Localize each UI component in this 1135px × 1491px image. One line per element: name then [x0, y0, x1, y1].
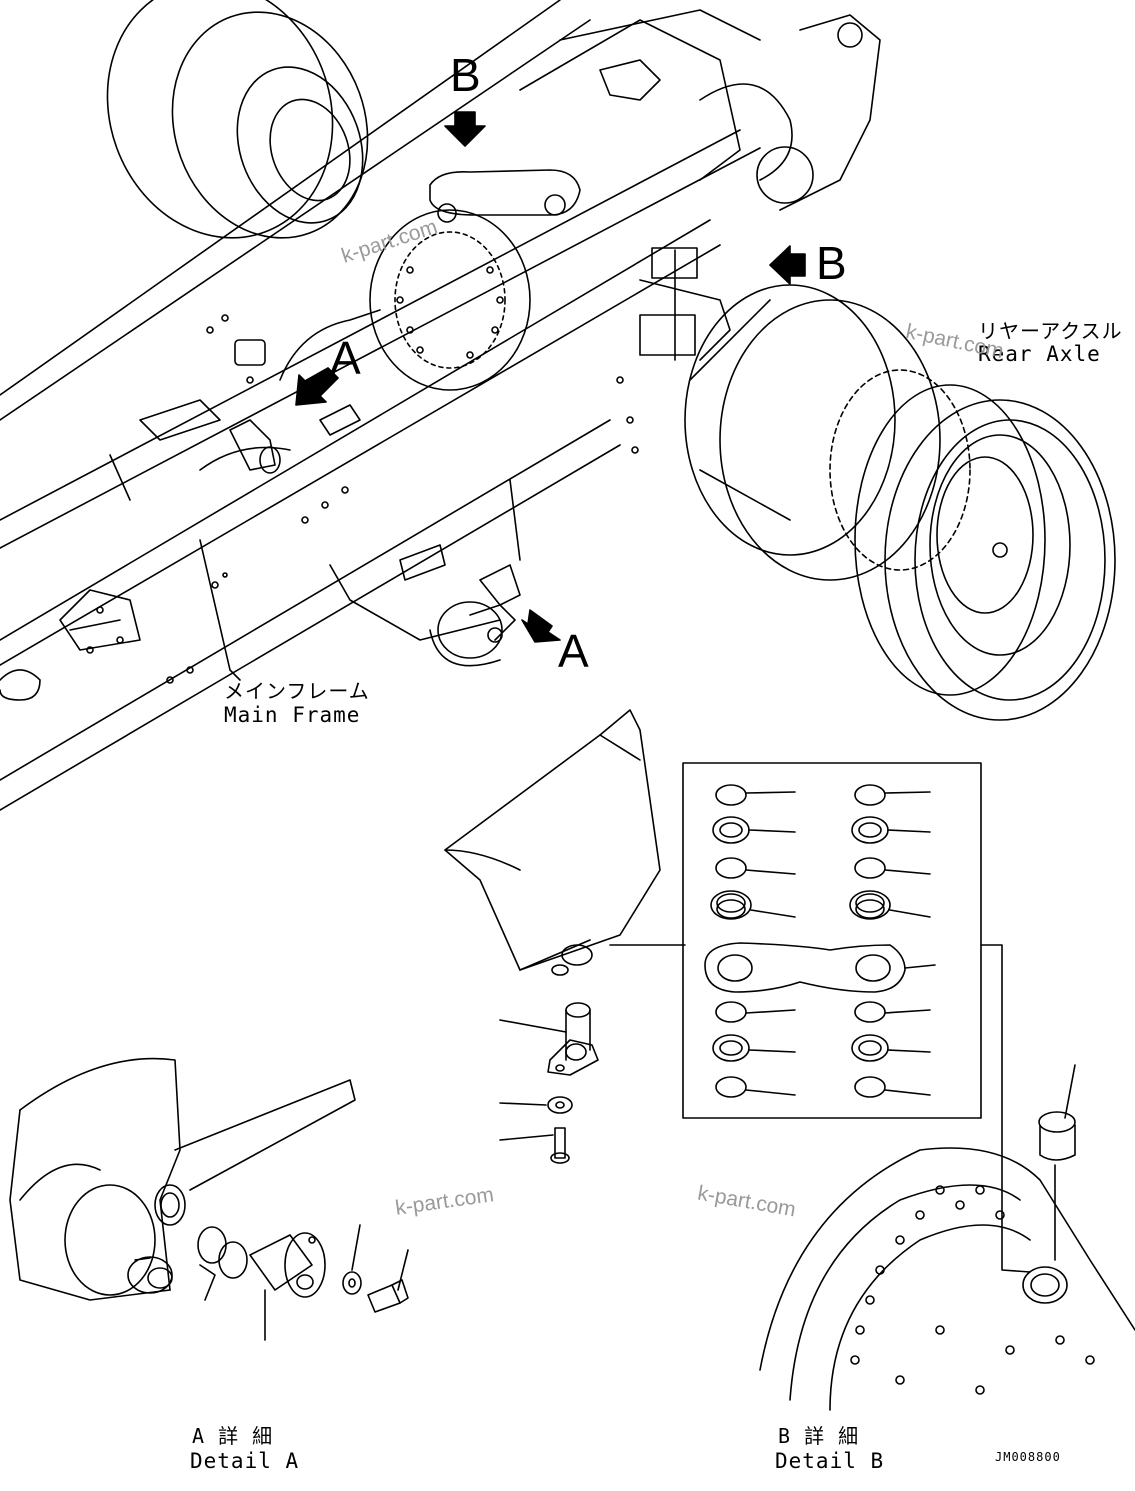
- arrow-a-lower: [521, 609, 561, 643]
- rear-axle-caption-en: Rear Axle: [978, 342, 1101, 366]
- main-frame-caption-jp: メインフレーム: [224, 679, 370, 703]
- view-label-a-upper: A: [330, 332, 361, 384]
- detail-a-drawing: [9, 1057, 409, 1341]
- detail-a-caption-en: Detail A: [190, 1449, 300, 1473]
- view-label-b-upper: B: [450, 49, 481, 101]
- rear-axle-tire: [684, 284, 1116, 721]
- view-label-a-lower: A: [558, 625, 589, 677]
- view-label-b-right: B: [816, 237, 847, 289]
- rear-axle-caption-jp: リヤーアクスル: [978, 319, 1123, 343]
- detail-b-drawing: [444, 709, 1135, 1411]
- view-arrows: [295, 111, 806, 643]
- arrow-b-right: [769, 245, 806, 285]
- detail-b-caption-jp: B 詳 細: [778, 1424, 860, 1448]
- main-frame-overview: [0, 0, 881, 811]
- detail-b-caption-en: Detail B: [775, 1449, 885, 1473]
- arrow-a-upper: [295, 367, 339, 406]
- arrow-b-upper: [444, 111, 486, 147]
- drawing-code: JM008800: [995, 1450, 1061, 1464]
- main-frame-caption-en: Main Frame: [224, 703, 361, 727]
- detail-a-caption-jp: A 詳 細: [192, 1424, 274, 1448]
